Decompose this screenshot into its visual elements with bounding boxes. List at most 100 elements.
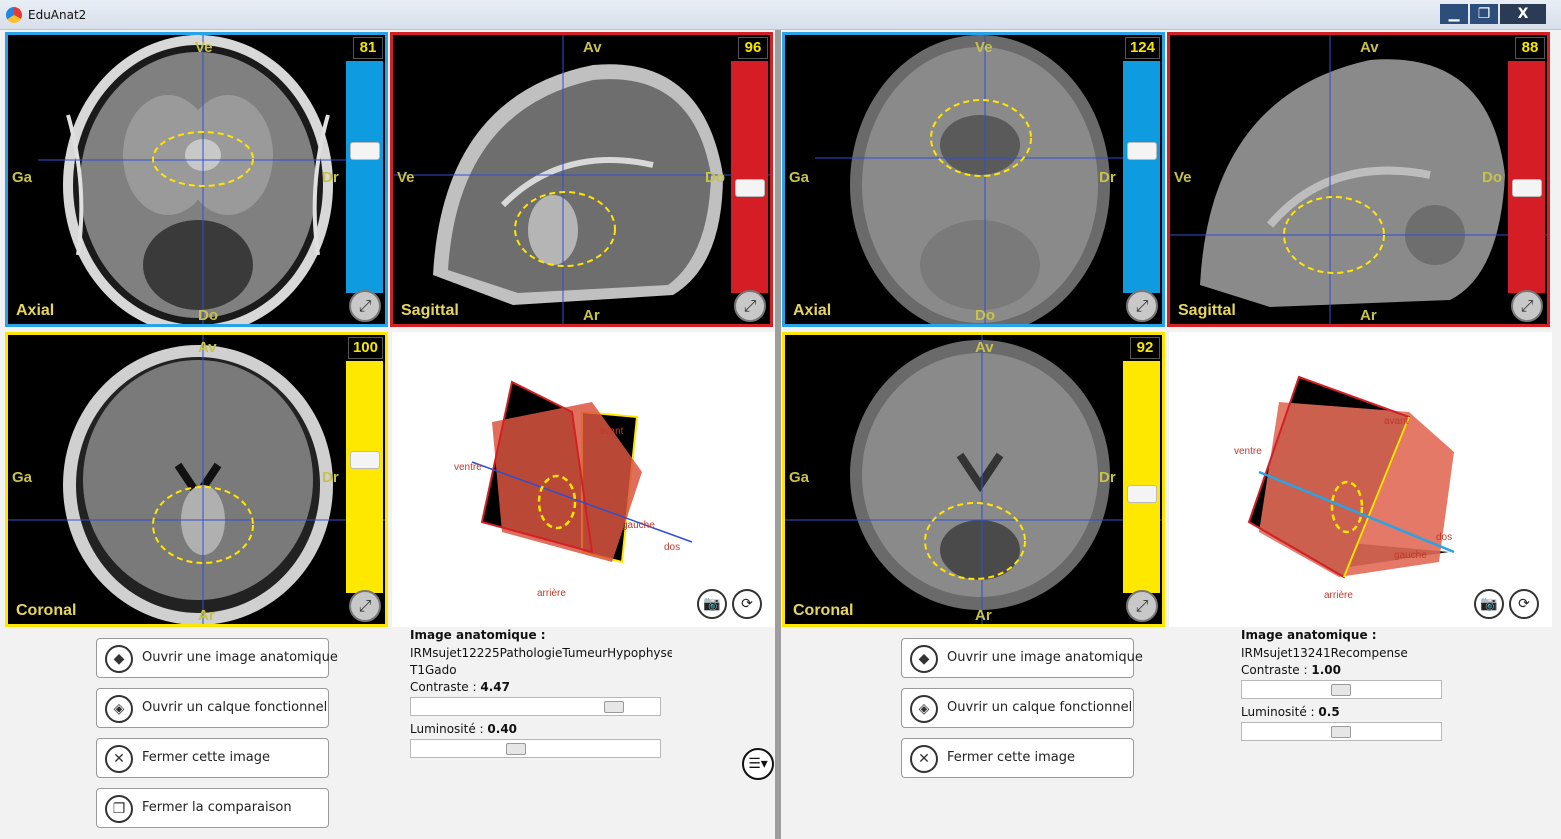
orient-top: Ve <box>975 39 993 56</box>
expand-icon[interactable]: ⤢ <box>349 290 381 322</box>
button-label: Ouvrir un calque fonctionnel <box>142 700 328 715</box>
expand-icon[interactable]: ⤢ <box>1126 590 1158 622</box>
3d-label-left: gauche <box>1394 550 1427 561</box>
camera-icon[interactable]: 📷 <box>1474 589 1504 619</box>
contrast-slider-thumb[interactable] <box>604 701 624 713</box>
contrast-row: Contraste : 4.47 <box>410 680 672 694</box>
contrast-slider[interactable] <box>1241 680 1442 699</box>
right-axial-view[interactable]: Ve Ga Dr Do Axial 124 ⤢ <box>782 32 1165 327</box>
3d-label-front: avant <box>599 426 624 437</box>
contrast-value: 4.47 <box>480 680 510 694</box>
orient-top: Av <box>583 39 602 56</box>
orient-left: Ve <box>397 169 415 186</box>
brightness-label: Luminosité : <box>1241 705 1319 719</box>
3d-render <box>1247 375 1455 579</box>
filename-line2: T1Gado <box>410 663 457 677</box>
orient-right: Dr <box>322 469 339 486</box>
slice-slider[interactable] <box>1508 61 1545 293</box>
3d-label-left: gauche <box>622 520 655 531</box>
expand-icon[interactable]: ⤢ <box>349 590 381 622</box>
3d-label-dorsal: dos <box>664 542 681 553</box>
open-functional-button[interactable]: ◈ Ouvrir un calque fonctionnel <box>901 688 1134 728</box>
open-anatomical-button[interactable]: ◆ Ouvrir une image anatomique <box>901 638 1143 678</box>
reset-rotation-icon[interactable]: ⟳ <box>1509 589 1539 619</box>
brightness-slider[interactable] <box>410 739 661 758</box>
orient-right: Do <box>705 169 725 186</box>
slice-slider[interactable] <box>1123 361 1160 593</box>
view-name: Axial <box>793 302 832 319</box>
slice-slider[interactable] <box>346 361 383 593</box>
orient-left: Ve <box>1174 169 1192 186</box>
button-label: Ouvrir un calque fonctionnel <box>947 700 1133 715</box>
menu-toggle-icon[interactable]: ☰▾ <box>742 748 774 780</box>
left-sagittal-view[interactable]: Av Ve Do Ar Sagittal 96 ⤢ <box>390 32 773 327</box>
orient-bottom: Do <box>975 307 995 324</box>
close-image-button[interactable]: ✕ Fermer cette image <box>901 738 1134 778</box>
open-image-icon: ◆ <box>910 645 938 673</box>
workspace-splitter[interactable] <box>775 30 781 839</box>
close-image-button[interactable]: ✕ Fermer cette image <box>96 738 329 778</box>
orient-right: Do <box>1482 169 1502 186</box>
axial-mri-image <box>815 35 1125 324</box>
slice-slider[interactable] <box>1123 61 1160 293</box>
view-name: Axial <box>16 302 55 319</box>
brightness-slider[interactable] <box>1241 722 1442 741</box>
3d-label-front: avant <box>1384 416 1409 427</box>
3d-label-ventral: ventre <box>1234 446 1262 457</box>
slice-number: 88 <box>1515 37 1545 59</box>
slice-number: 124 <box>1124 37 1160 59</box>
brightness-slider-thumb[interactable] <box>506 743 526 755</box>
slider-thumb[interactable] <box>1127 142 1157 160</box>
3d-label-back: arrière <box>1324 590 1353 601</box>
right-sagittal-view[interactable]: Av Ve Do Ar Sagittal 88 ⤢ <box>1167 32 1550 327</box>
close-comparison-button[interactable]: ❐ Fermer la comparaison <box>96 788 329 828</box>
left-3d-view[interactable]: avant ventre arrière dos gauche 📷 ⟳ <box>392 332 775 627</box>
3d-render <box>471 380 693 564</box>
button-label: Ouvrir une image anatomique <box>142 650 338 665</box>
slider-thumb[interactable] <box>350 451 380 469</box>
orient-left: Ga <box>12 469 33 486</box>
right-coronal-view[interactable]: Av Ga Dr Ar Coronal 92 ⤢ <box>782 332 1165 627</box>
contrast-slider[interactable] <box>410 697 661 716</box>
left-axial-view[interactable]: Ve Ga Dr Do Axial 81 ⤢ <box>5 32 388 327</box>
open-anatomical-button[interactable]: ◆ Ouvrir une image anatomique <box>96 638 338 678</box>
orient-bottom: Ar <box>198 607 215 624</box>
orient-top: Av <box>1360 39 1379 56</box>
button-label: Ouvrir une image anatomique <box>947 650 1143 665</box>
brightness-row: Luminosité : 0.40 <box>410 722 672 736</box>
view-name: Coronal <box>793 602 854 619</box>
contrast-row: Contraste : 1.00 <box>1241 663 1503 677</box>
camera-icon[interactable]: 📷 <box>697 589 727 619</box>
orient-bottom: Ar <box>975 607 992 624</box>
orient-right: Dr <box>1099 469 1116 486</box>
maximize-button[interactable]: ❐ <box>1470 4 1498 24</box>
slider-thumb[interactable] <box>1127 485 1157 503</box>
brightness-slider-thumb[interactable] <box>1331 726 1351 738</box>
expand-icon[interactable]: ⤢ <box>734 290 766 322</box>
layer-icon: ◈ <box>105 695 133 723</box>
close-icon: ✕ <box>105 745 133 773</box>
minimize-button[interactable]: ▁ <box>1440 4 1468 24</box>
right-3d-view[interactable]: avant ventre arrière dos gauche 📷 ⟳ <box>1169 332 1552 627</box>
contrast-slider-thumb[interactable] <box>1331 684 1351 696</box>
slider-thumb[interactable] <box>350 142 380 160</box>
expand-icon[interactable]: ⤢ <box>1126 290 1158 322</box>
open-image-icon: ◆ <box>105 645 133 673</box>
slice-slider[interactable] <box>346 61 383 293</box>
reset-rotation-icon[interactable]: ⟳ <box>732 589 762 619</box>
slider-thumb[interactable] <box>1512 179 1542 197</box>
3d-label-back: arrière <box>537 588 566 599</box>
left-coronal-view[interactable]: Av Ga Dr Ar Coronal 100 ⤢ <box>5 332 388 627</box>
close-window-button[interactable]: X <box>1500 4 1546 24</box>
image-info-panel: Image anatomique : IRMsujet12225Patholog… <box>410 628 672 764</box>
slice-slider[interactable] <box>731 61 768 293</box>
slice-number: 81 <box>353 37 383 59</box>
info-header: Image anatomique : <box>1241 628 1377 642</box>
expand-icon[interactable]: ⤢ <box>1511 290 1543 322</box>
orient-top: Ve <box>195 39 213 56</box>
orient-bottom: Ar <box>1360 307 1377 324</box>
open-functional-button[interactable]: ◈ Ouvrir un calque fonctionnel <box>96 688 329 728</box>
slider-thumb[interactable] <box>735 179 765 197</box>
view-name: Sagittal <box>1178 302 1236 319</box>
coronal-mri-image <box>785 335 1162 624</box>
